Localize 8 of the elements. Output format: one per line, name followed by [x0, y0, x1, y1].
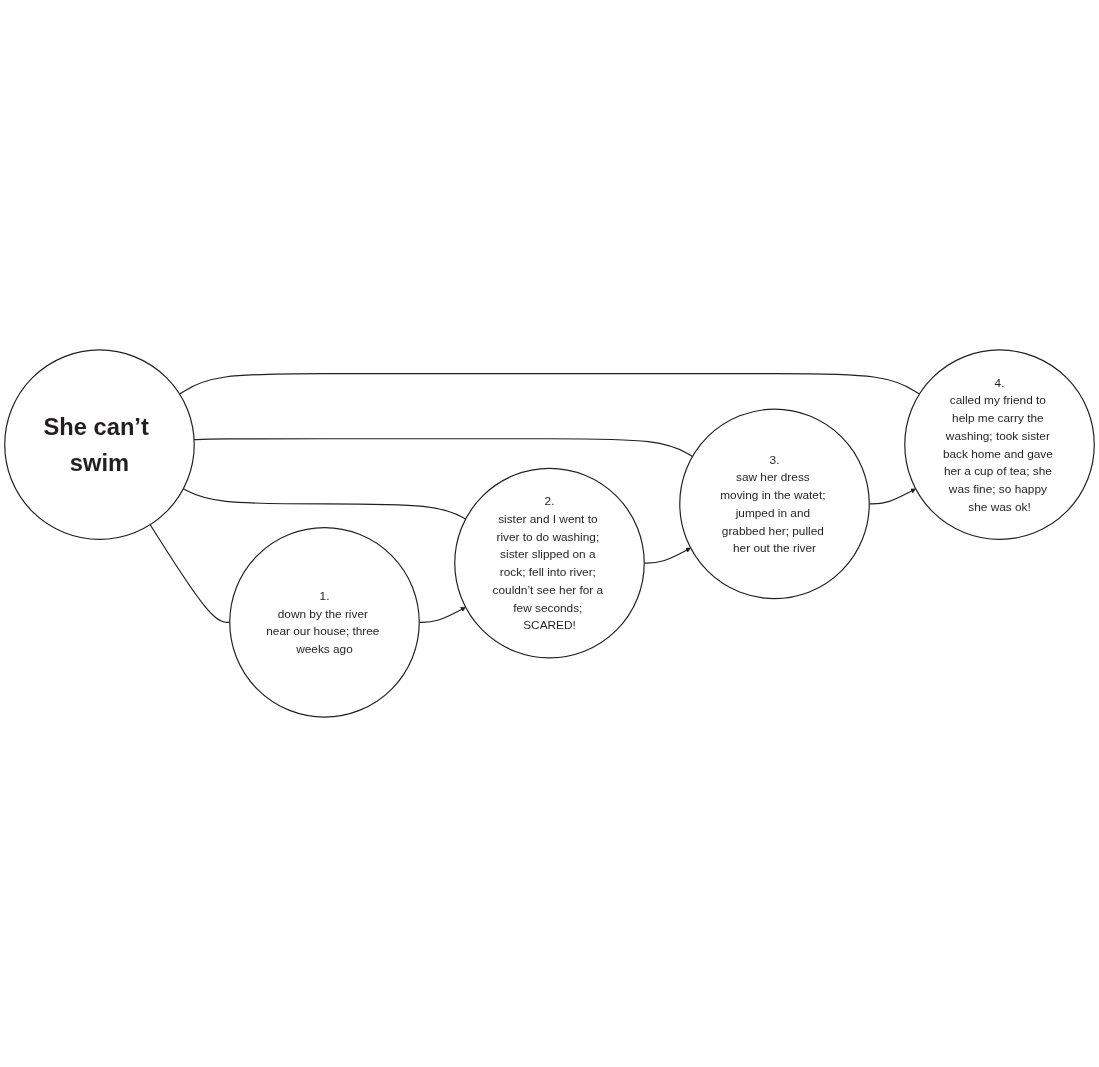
node-circle: 1. down by the river near our house; three weeks ago [229, 527, 420, 718]
node-circle: 4. called my friend to help me carry the washing; took sister back home and gave her a cup of tea; she was fine; so happy she was ok! [904, 349, 1095, 540]
node-circle: She can’t swim [4, 349, 195, 540]
connector [179, 373, 920, 395]
node-circle: 2. sister and I went to river to do washing; sister slipped on a rock; fell into river; couldn’t see her for a few seconds; SCARED! [454, 467, 645, 659]
connector [182, 488, 467, 520]
connector [193, 438, 694, 457]
node-circle: 3. saw her dress moving in the watet; jumped in and grabbed her; pulled her out the river [679, 408, 870, 600]
